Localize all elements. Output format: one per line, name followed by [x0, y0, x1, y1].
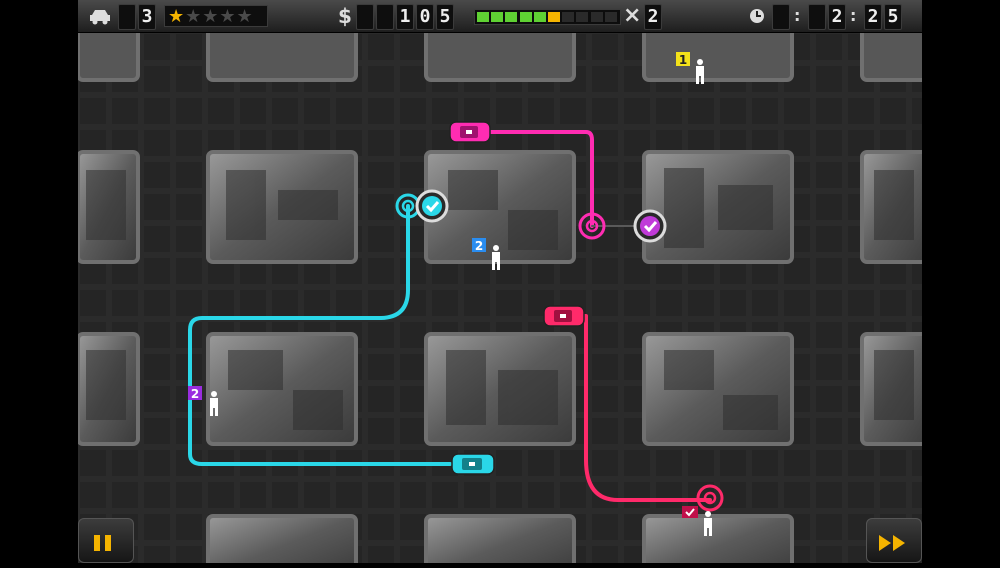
star-rating: ★★★★★ [164, 5, 268, 27]
money-digit: 0 [416, 4, 434, 30]
taxi-magenta[interactable] [449, 121, 491, 143]
taxi-red[interactable] [543, 305, 585, 327]
timer-digit: 2 [864, 4, 882, 30]
route-red [576, 314, 712, 502]
hud-bar: 3 ★★★★★ $ 1 0 5 × 2 : 2 : 2 5 [78, 0, 922, 33]
money-digit: 5 [436, 4, 454, 30]
star-filled-icon: ★ [168, 6, 186, 27]
passenger-flag: 2 [188, 386, 202, 401]
taxi-icon [90, 10, 110, 25]
fast-forward-icon [879, 535, 905, 551]
target-marker-magenta [578, 212, 606, 240]
city-map[interactable]: 1 2 2 [78, 0, 922, 563]
svg-text:2: 2 [475, 239, 483, 253]
fuel-segment [491, 12, 504, 22]
fuel-segment [604, 12, 617, 22]
clock-icon [750, 9, 764, 23]
route-magenta [488, 130, 594, 228]
currency-symbol: $ [338, 4, 352, 28]
fuel-segment [533, 12, 546, 22]
fuel-segment [576, 12, 589, 22]
target-marker-red [696, 484, 724, 512]
passenger-icon[interactable] [492, 245, 500, 270]
pause-button[interactable] [78, 518, 134, 563]
fuel-segment [548, 12, 560, 22]
multiplier-value: 2 [644, 4, 662, 30]
fast-forward-button[interactable] [866, 518, 922, 563]
timer-digit: 5 [884, 4, 902, 30]
taxi-cyan[interactable] [451, 453, 495, 475]
fuel-segment [562, 12, 575, 22]
taxi-count: 3 [138, 4, 156, 30]
money-digit: 1 [396, 4, 414, 30]
route-cyan [188, 204, 452, 466]
passenger-icon[interactable] [704, 511, 712, 536]
fuel-gauge [474, 9, 621, 25]
passenger-icon[interactable] [210, 391, 218, 416]
check-icon [633, 209, 667, 243]
svg-text:2: 2 [191, 387, 199, 401]
check-icon [415, 189, 449, 223]
fuel-segment [519, 12, 532, 22]
passenger-flag: 1 [676, 52, 690, 67]
pause-icon [94, 535, 111, 551]
delivered-flag-icon [682, 506, 698, 518]
fuel-segment [505, 12, 518, 22]
timer-separator: : [850, 6, 857, 25]
timer-digit: 2 [828, 4, 846, 30]
multiplier-symbol: × [623, 3, 642, 28]
passenger-flag: 2 [472, 238, 486, 253]
fuel-segment [590, 12, 603, 22]
svg-text:1: 1 [679, 53, 687, 67]
game-board[interactable]: 1 2 2 [78, 0, 922, 563]
fuel-segment [477, 12, 489, 22]
timer-separator: : [794, 6, 801, 25]
star-empty-icon: ★★★★ [185, 6, 254, 27]
passenger-icon[interactable] [696, 59, 704, 84]
